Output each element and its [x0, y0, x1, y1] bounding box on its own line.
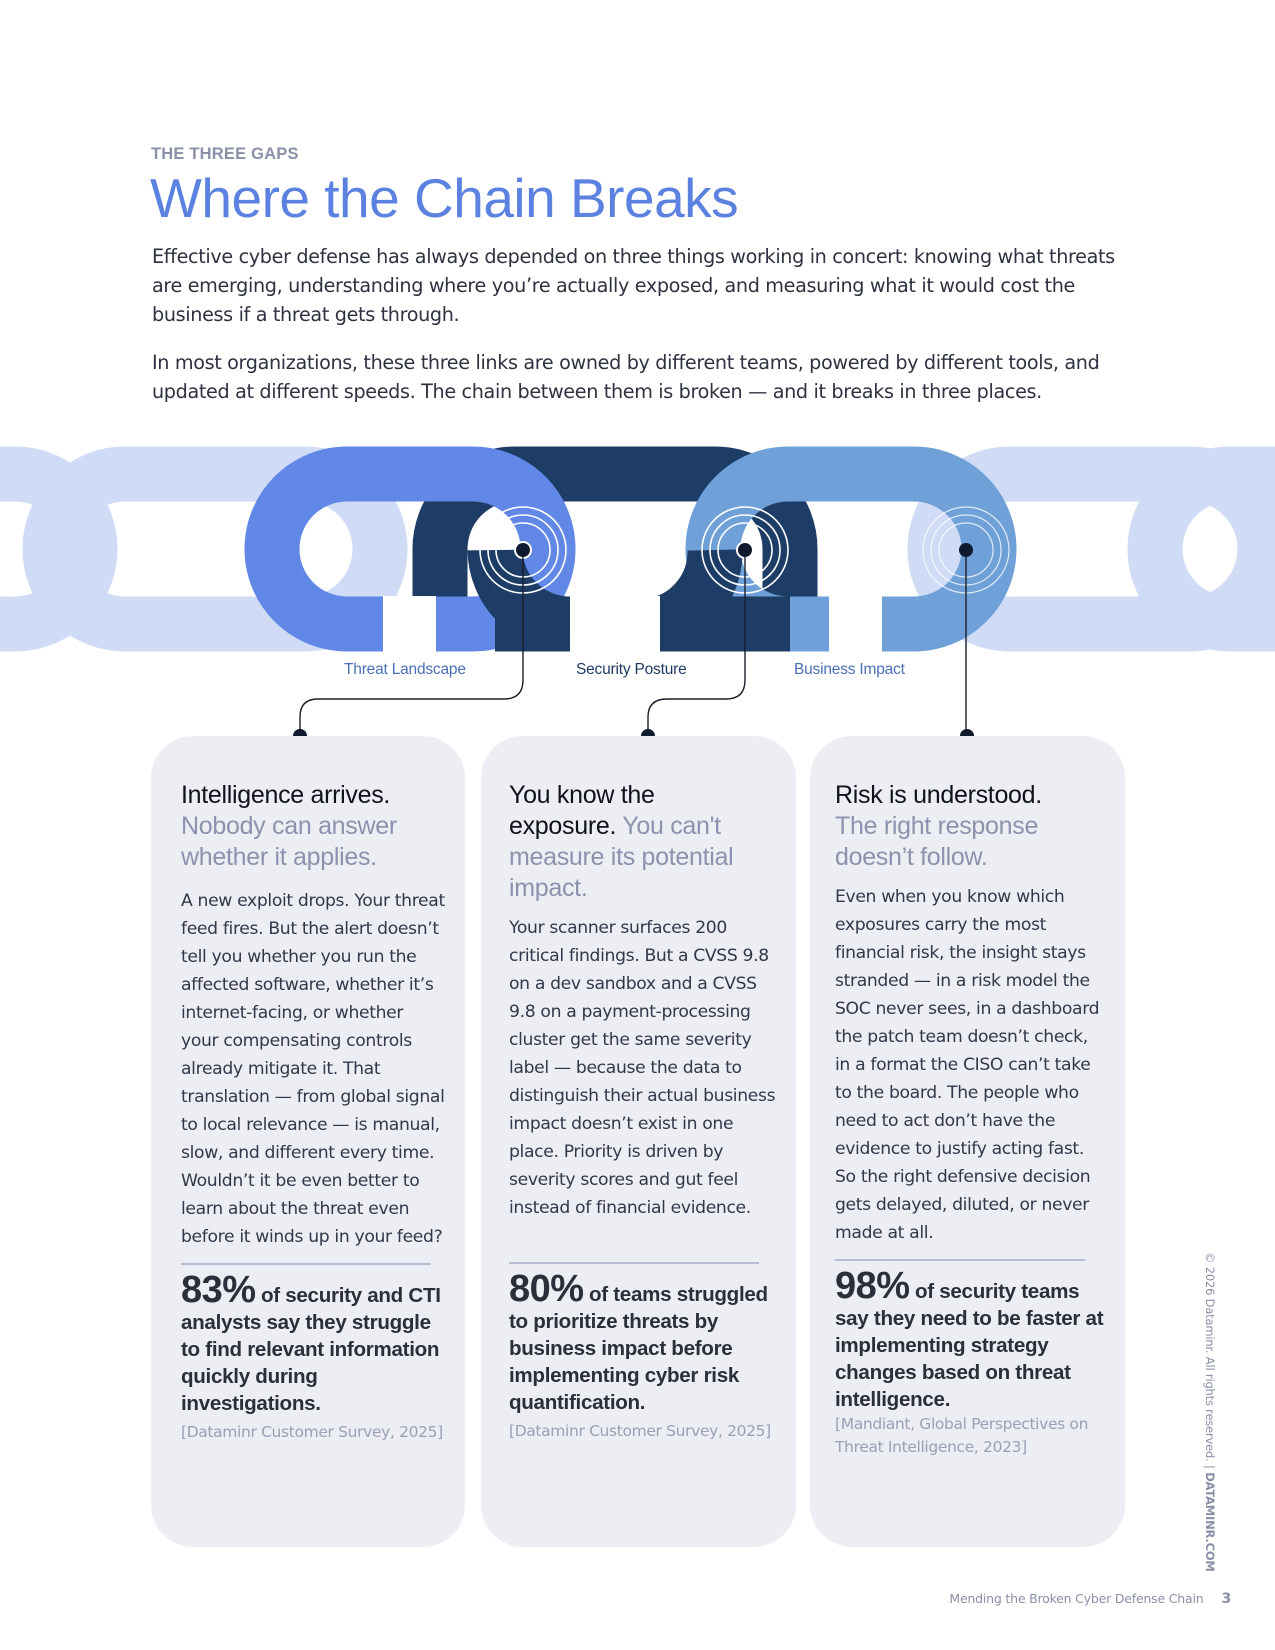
stat-text: of teams struggled to prioritize threats…	[509, 1283, 768, 1414]
stat-block: 98% of security teams say they need to b…	[835, 1267, 1105, 1413]
stat-value: 80%	[509, 1268, 584, 1310]
intro-paragraph-1: Effective cyber defense has always depen…	[152, 245, 1115, 326]
stat-value: 98%	[835, 1265, 910, 1307]
stat-source: [Dataminr Customer Survey, 2025]	[181, 1423, 443, 1441]
eyebrow-label: THE THREE GAPS	[151, 145, 299, 163]
connector-lines	[299, 557, 967, 736]
stat-block: 80% of teams struggled to prioritize thr…	[509, 1270, 776, 1416]
page-footer: Mending the Broken Cyber Defense Chain 3	[949, 1591, 1231, 1607]
chain-diagram	[0, 446, 1275, 743]
copyright-text: © 2026 Dataminr. All rights reserved.	[1203, 1252, 1217, 1462]
stat-block: 83% of security and CTI analysts say the…	[181, 1271, 445, 1417]
chain-label-security-posture: Security Posture	[576, 661, 687, 678]
headline-muted: The right response doesn’t follow.	[835, 812, 1039, 871]
page-number: 3	[1221, 1591, 1231, 1607]
card-body: Even when you know which exposures carry…	[835, 887, 1100, 1243]
copyright-sidebar: © 2026 Dataminr. All rights reserved. | …	[1203, 1252, 1217, 1592]
stat-source: [Dataminr Customer Survey, 2025]	[509, 1422, 771, 1440]
separator: |	[1203, 1465, 1217, 1469]
gap-card-posture: You know the exposure. You can't measure…	[481, 736, 796, 1547]
target-marker-threat	[479, 506, 567, 594]
chain-label-threat-landscape: Threat Landscape	[344, 661, 466, 678]
page-title: Where the Chain Breaks	[150, 167, 739, 229]
headline-muted: Nobody can answer whether it applies.	[181, 812, 397, 871]
card-headline: Risk is understood. The right response do…	[835, 780, 1105, 873]
chain-label-business-impact: Business Impact	[794, 661, 905, 678]
footer-document-title: Mending the Broken Cyber Defense Chain	[949, 1591, 1204, 1606]
headline-strong: Intelligence arrives.	[181, 781, 391, 809]
card-headline: Intelligence arrives. Nobody can answer w…	[181, 780, 445, 873]
card-headline: You know the exposure. You can't measure…	[509, 780, 759, 904]
divider	[181, 1263, 431, 1265]
website-link[interactable]: DATAMINR.COM	[1203, 1472, 1217, 1572]
card-body: Your scanner surfaces 200 critical findi…	[509, 918, 776, 1218]
chain-break-gaps	[383, 596, 882, 654]
card-body: A new exploit drops. Your threat feed fi…	[181, 891, 445, 1247]
intro-paragraph-2: In most organizations, these three links…	[152, 351, 1100, 403]
stat-text: of security teams say they need to be fa…	[835, 1280, 1104, 1411]
headline-strong: Risk is understood.	[835, 781, 1042, 809]
headline-strong: You know the exposure.	[509, 781, 655, 840]
stat-source: [Mandiant, Global Perspectives on Threat…	[835, 1415, 1089, 1456]
stat-value: 83%	[181, 1269, 256, 1311]
headline-muted: You can't measure its potential impact.	[509, 812, 734, 902]
divider	[509, 1262, 759, 1264]
divider	[835, 1259, 1085, 1261]
gap-card-threat: Intelligence arrives. Nobody can answer w…	[151, 736, 465, 1547]
stat-text: of security and CTI analysts say they st…	[181, 1284, 441, 1415]
gap-card-impact: Risk is understood. The right response do…	[810, 736, 1125, 1547]
